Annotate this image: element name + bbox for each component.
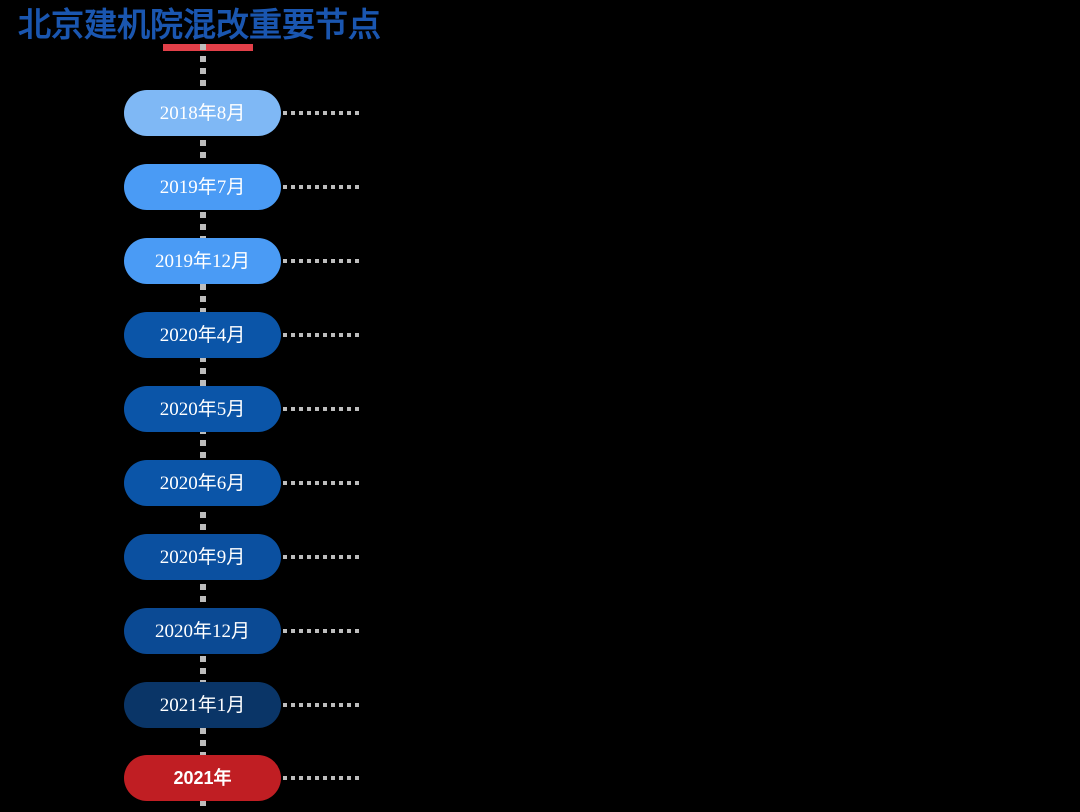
timeline-horizontal-connector <box>283 776 361 780</box>
timeline-horizontal-connector <box>283 555 361 559</box>
timeline-pill-2[interactable]: 2019年12月 <box>124 238 281 284</box>
timeline-horizontal-connector <box>283 111 361 115</box>
timeline-horizontal-connector <box>283 407 361 411</box>
timeline-item: 2018年8月 <box>0 90 1080 136</box>
title-block: 北京建机院混改重要节点 <box>18 4 478 64</box>
timeline-item: 2020年12月 <box>0 608 1080 654</box>
timeline-pill-0[interactable]: 2018年8月 <box>124 90 281 136</box>
timeline-pill-9[interactable]: 2021年 <box>124 755 281 801</box>
timeline-pill-3[interactable]: 2020年4月 <box>124 312 281 358</box>
timeline-horizontal-connector <box>283 185 361 189</box>
timeline-horizontal-connector <box>283 481 361 485</box>
timeline-pill-1[interactable]: 2019年7月 <box>124 164 281 210</box>
timeline-item: 2020年9月 <box>0 534 1080 580</box>
timeline-item: 2020年6月 <box>0 460 1080 506</box>
timeline-item: 2021年 <box>0 755 1080 801</box>
timeline-item: 2019年12月 <box>0 238 1080 284</box>
timeline-item: 2019年7月 <box>0 164 1080 210</box>
timeline-item: 2020年5月 <box>0 386 1080 432</box>
timeline-horizontal-connector <box>283 333 361 337</box>
timeline-pill-4[interactable]: 2020年5月 <box>124 386 281 432</box>
title-underline-bar <box>163 44 253 51</box>
timeline-horizontal-connector <box>283 259 361 263</box>
timeline-item: 2020年4月 <box>0 312 1080 358</box>
timeline-horizontal-connector <box>283 629 361 633</box>
timeline-pill-8[interactable]: 2021年1月 <box>124 682 281 728</box>
page-title: 北京建机院混改重要节点 <box>18 6 381 43</box>
timeline-horizontal-connector <box>283 703 361 707</box>
timeline-pill-5[interactable]: 2020年6月 <box>124 460 281 506</box>
timeline-item: 2021年1月 <box>0 682 1080 728</box>
timeline-pill-7[interactable]: 2020年12月 <box>124 608 281 654</box>
timeline-pill-6[interactable]: 2020年9月 <box>124 534 281 580</box>
